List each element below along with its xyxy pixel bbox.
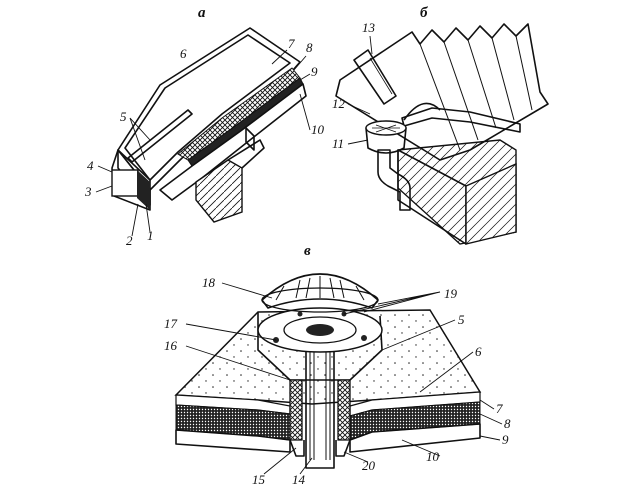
label-c-6: 6 (475, 344, 482, 359)
label-c-18: 18 (202, 275, 216, 290)
edge-strip-a (137, 170, 150, 210)
label-c-14: 14 (292, 472, 306, 487)
bolt-2 (361, 335, 367, 341)
panel-label-c: в (304, 243, 311, 259)
panel-label-a: a (198, 5, 206, 21)
label-9: 9 (311, 64, 318, 79)
label-1: 1 (147, 228, 154, 243)
deck-a (159, 83, 307, 201)
support-beam-a (195, 159, 243, 223)
label-c-9: 9 (502, 432, 509, 447)
label-12: 12 (332, 96, 346, 111)
label-7: 7 (288, 36, 295, 51)
drain-body-c (289, 379, 351, 441)
label-3: 3 (84, 184, 92, 199)
label-c-20: 20 (362, 458, 376, 473)
bottom-layer-right-c (349, 423, 481, 453)
label-13: 13 (362, 20, 376, 35)
gutter-box-a (111, 169, 139, 197)
label-c-15: 15 (252, 472, 266, 487)
bolt-3 (297, 311, 303, 317)
scupper-b (353, 49, 397, 105)
label-c-10: 10 (426, 449, 440, 464)
base-layer-a (187, 77, 304, 167)
diagram-a: a 1 2 3 4 5 6 7 8 9 10 (84, 5, 325, 248)
panel-label-b: б (420, 5, 428, 21)
downpipe-b (377, 149, 411, 211)
label-8: 8 (306, 40, 313, 55)
wall-side-b (465, 162, 517, 245)
pipe-opening-c (306, 324, 334, 336)
funnel-depression-c (257, 312, 383, 381)
label-c-5: 5 (458, 312, 465, 327)
bottom-layer-c (175, 429, 291, 453)
insulation-a (177, 67, 301, 161)
label-c-7: 7 (496, 401, 503, 416)
label-c-16: 16 (164, 338, 178, 353)
diagram-b: б 11 12 13 (332, 5, 549, 245)
rafter-a (227, 139, 265, 169)
roof-ridges-b (419, 35, 533, 151)
bracket-a (245, 127, 255, 151)
leader-lines-c (185, 282, 503, 475)
eave-gutter-b (401, 107, 521, 133)
label-10: 10 (311, 122, 325, 137)
drain-slot-a (127, 109, 193, 163)
label-c-8: 8 (504, 416, 511, 431)
drain-pipe-c (305, 330, 335, 469)
diagram-c: в 5 6 7 8 9 (164, 243, 511, 487)
lower-clamp-c (289, 439, 351, 457)
dome-ribs-c (275, 276, 365, 301)
leader-lines-b (347, 35, 373, 145)
label-2: 2 (126, 233, 133, 248)
label-5: 5 (120, 109, 127, 124)
label-6: 6 (180, 46, 187, 61)
label-c-19: 19 (444, 286, 458, 301)
label-c-17: 17 (164, 316, 178, 331)
leader-lines-a (95, 49, 311, 237)
label-4: 4 (87, 158, 94, 173)
funnel-grate-b (372, 124, 400, 133)
scupper-fill-b (369, 57, 393, 95)
pipe-hatching-c (309, 340, 331, 460)
label-11: 11 (332, 136, 344, 151)
gutter-pipe-b (403, 102, 441, 121)
top-membrane-a (124, 34, 291, 181)
